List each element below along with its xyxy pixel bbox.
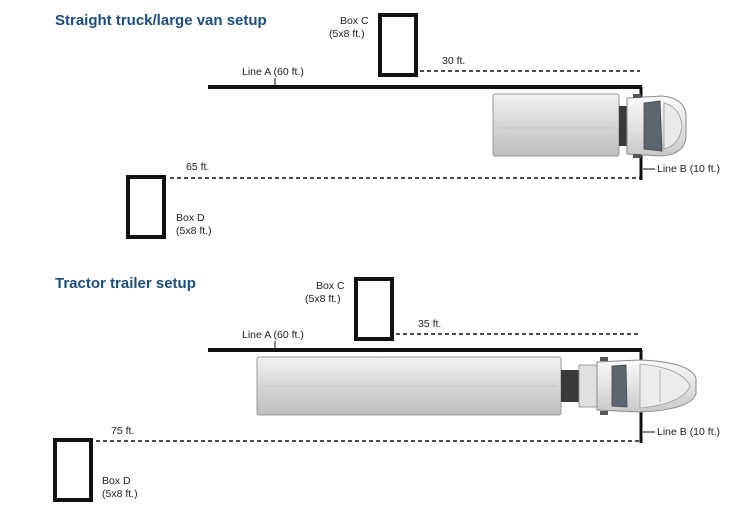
straight-truck-icon	[492, 93, 687, 158]
box-d-size: (5x8 ft.)	[102, 488, 138, 500]
section-title: Straight truck/large van setup	[55, 12, 267, 29]
line-a-label: Line A (60 ft.)	[242, 329, 304, 341]
line-b-label: Line B (10 ft.)	[657, 163, 720, 175]
box-d-name: Box D	[102, 475, 131, 487]
tractor-trailer-section: Tractor trailer setup Line A (60 ft.) Li…	[53, 275, 720, 502]
tractor-trailer-icon	[256, 356, 697, 416]
line-a-label: Line A (60 ft.)	[242, 66, 304, 78]
box-c-size: (5x8 ft.)	[305, 293, 341, 305]
section-title: Tractor trailer setup	[55, 275, 196, 292]
distance-d-label: 65 ft.	[186, 161, 209, 173]
box-d	[126, 175, 166, 239]
distance-c-label: 35 ft.	[418, 318, 441, 330]
box-d	[53, 438, 93, 502]
distance-c-label: 30 ft.	[442, 55, 465, 67]
box-c-name: Box C	[316, 280, 345, 292]
box-c-size: (5x8 ft.)	[329, 28, 365, 40]
straight-truck-section: Straight truck/large van setup Line A (6…	[55, 12, 720, 239]
line-b-label: Line B (10 ft.)	[657, 426, 720, 438]
box-c	[378, 13, 418, 77]
box-c-name: Box C	[340, 15, 369, 27]
distance-d-label: 75 ft.	[111, 425, 134, 437]
box-d-size: (5x8 ft.)	[176, 225, 212, 237]
box-d-name: Box D	[176, 212, 205, 224]
box-c	[354, 277, 394, 341]
